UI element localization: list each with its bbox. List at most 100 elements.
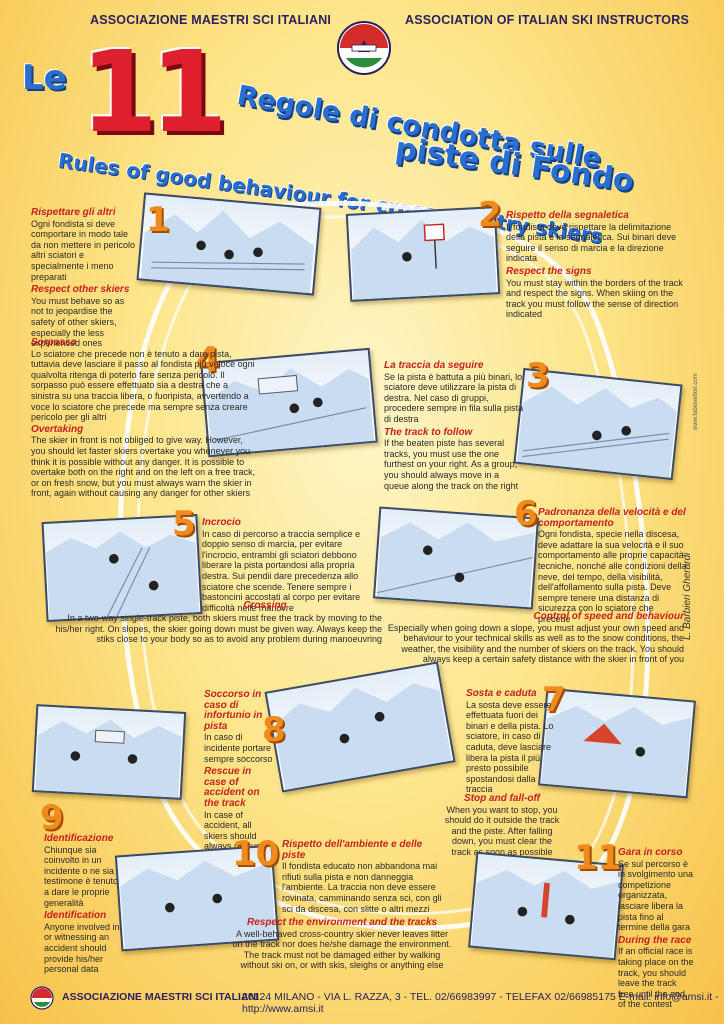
- rule-3-text: La traccia da seguire Se la pista è batt…: [384, 360, 524, 491]
- rule-7-text-en: When you want to stop, you should do it …: [444, 804, 560, 857]
- track-scene-icon: [516, 386, 677, 478]
- illustrator-credit: L. Barbieri Gherardi: [682, 552, 693, 640]
- rule-5-text-en-body: In a two-way single-track piste, both sk…: [48, 613, 382, 645]
- rule-3-number: 3: [526, 356, 550, 396]
- rule-11-title-en: During the race: [618, 934, 692, 946]
- rule-11-text: Gara in corso Se sul percorso è in svolg…: [618, 847, 694, 1010]
- rule-10-title-en: Respect the environment and the tracks: [246, 917, 438, 928]
- rule-4-title-it: Sorpasso: [31, 337, 77, 348]
- rule-1-illustration: [136, 192, 322, 296]
- rule-6-title-it: Padronanza della velocità e del comporta…: [538, 507, 686, 529]
- environment-scene-icon: [120, 860, 276, 950]
- rule-6-text-en: Especially when going down a slope, you …: [387, 622, 684, 665]
- rule-6-text-it-block: Padronanza della velocità e del comporta…: [538, 507, 688, 625]
- rule-5-text-en-block: Crossing: [150, 600, 380, 612]
- title-number: 11: [80, 28, 228, 158]
- rule-9-title-en: Identification: [44, 910, 107, 922]
- rule-4-illustration: [200, 347, 378, 458]
- rescue-scene-icon: [35, 719, 182, 798]
- footer-logo: [30, 986, 54, 1010]
- rule-8-title-it: Soccorso in caso di infortunio in pista: [204, 689, 263, 732]
- rule-5-text-it: In caso di percorso a traccia semplice e…: [202, 528, 361, 613]
- rule-6-text-it: Ogni fondista, specie nella discesa, dev…: [538, 529, 687, 624]
- rule-11-title-it: Gara in corso: [618, 847, 683, 858]
- rule-7-title-en: Stop and fall-off: [464, 793, 540, 804]
- rule-7-number: 7: [542, 680, 566, 720]
- footer-address: 20124 MILANO - VIA L. RAZZA, 3 - TEL. 02…: [242, 991, 719, 1015]
- rule-4-text-it: Lo sciatore che precede non è tenuto a d…: [31, 348, 255, 423]
- rule-9-title-it: Identificazione: [44, 833, 114, 844]
- accident-scene-icon: [273, 683, 452, 790]
- rule-1-text-en: You must behave so as not to jeopardise …: [31, 295, 125, 349]
- rule-2-text-it: Il fondista deve rispettare la delimitaz…: [506, 221, 677, 264]
- title-le: Le: [22, 58, 67, 98]
- rule-8-text-it: In caso di incidente portare sempre socc…: [204, 732, 273, 764]
- rule-2-text: Rispetto della segnaletica Il fondista d…: [506, 210, 686, 320]
- rule-3-text-en: If the beaten piste has several tracks, …: [384, 438, 519, 491]
- rule-6-title-en: Control of speed and behaviour: [533, 611, 684, 622]
- rule-5-number: 5: [172, 504, 196, 544]
- rule-7-title-it: Sosta e caduta: [466, 688, 537, 699]
- rule-10-text-en-block: Respect the environment and the tracks A…: [232, 917, 452, 971]
- rule-5-text-it-block: Incrocio In caso di percorso a traccia s…: [202, 517, 378, 613]
- rule-8-title-en: Rescue in case of accident on the track: [204, 766, 260, 809]
- rule-1-number-overlay: 1: [146, 200, 170, 240]
- amsi-logo: [336, 20, 392, 76]
- rule-7-text-it: La sosta deve essere effettuata fuori de…: [466, 699, 554, 795]
- rule-11-number: 11: [574, 838, 622, 878]
- rule-3-text-it: Se la pista è battuta a più binari, lo s…: [384, 371, 524, 424]
- rule-4-title-en: Overtaking: [31, 423, 84, 435]
- footer-association: ASSOCIAZIONE MAESTRI SCI ITALIANI: [62, 991, 259, 1003]
- rule-1-text-it: Ogni fondista si deve comportare in modo…: [31, 218, 136, 282]
- race-scene-icon: [471, 869, 620, 959]
- crossing-scene-icon: [46, 531, 200, 620]
- rule-8-text: Soccorso in caso di infortunio in pista …: [204, 689, 276, 873]
- rule-10-text-en: A well-behaved cross-country skier never…: [232, 928, 452, 971]
- rule-2-title-en: Respect the signs: [506, 265, 592, 277]
- rule-1-title-it: Rispettare gli altri: [31, 207, 116, 218]
- rule-3-illustration: [513, 367, 683, 481]
- rule-11-text-it: Se sul percorso è in svolgimento una com…: [618, 858, 694, 933]
- rule-11-text-en: If an official race is taking place on t…: [618, 946, 694, 1010]
- rule-1-title-en: Respect other skiers: [31, 284, 130, 296]
- rule-9-text-it: Chiunque sia coinvolto in un incidente o…: [44, 844, 119, 908]
- rule-8-illustration-left: [31, 704, 187, 800]
- rule-9-text-en: Anyone involved in or witnessing an acci…: [44, 921, 120, 975]
- rule-7-text-en-block: Stop and fall-off When you want to stop,…: [442, 793, 562, 858]
- stop-scene-icon: [541, 705, 692, 797]
- rule-10-title-it: Rispetto dell'ambiente e delle piste: [282, 839, 423, 861]
- rule-5-illustration: [41, 513, 203, 623]
- rule-5-text-en: In a two-way single-track piste, both sk…: [55, 613, 382, 645]
- rule-8-number: 8: [262, 710, 286, 750]
- rule-9-number: 9: [40, 798, 64, 838]
- rule-3-title-it: La traccia da seguire: [384, 360, 484, 371]
- rule-1-text: Rispettare gli altri Ogni fondista si de…: [31, 207, 139, 349]
- rule-4-text: Sorpasso Lo sciatore che precede non è t…: [31, 337, 257, 499]
- rule-6-number: 6: [514, 494, 538, 534]
- rule-2-text-en: You must stay within the borders of the …: [506, 277, 683, 320]
- rule-5-title-it: Incrocio: [202, 517, 241, 528]
- rule-5-title-en: Crossing: [243, 600, 287, 611]
- rule-2-title-it: Rispetto della segnaletica: [506, 210, 629, 221]
- rule-7-text-it-block: Sosta e caduta La sosta deve essere effe…: [466, 688, 558, 795]
- header-right: ASSOCIATION OF ITALIAN SKI INSTRUCTORS: [405, 13, 689, 27]
- rule-4-number: 4: [196, 340, 220, 380]
- amsi-small-logo-icon: [30, 986, 54, 1010]
- rule-10-number: 10: [232, 834, 280, 874]
- sign-scene-icon: [351, 219, 497, 300]
- rule-2-illustration: [345, 206, 501, 302]
- rule-6-text-en-block: Control of speed and behaviour Especiall…: [386, 611, 684, 665]
- rule-4-text-en: The skier in front is not obliged to giv…: [31, 435, 256, 499]
- rule-10-text-it-block: Rispetto dell'ambiente e delle piste Il …: [282, 839, 446, 914]
- rule-10-illustration: [114, 844, 280, 952]
- overtake-scene-icon: [207, 368, 375, 455]
- rule-10-text-it: Il fondista educato non abbandona mai ri…: [282, 861, 442, 914]
- rule-6-illustration: [372, 506, 540, 610]
- rule-3-title-en: The track to follow: [384, 426, 473, 438]
- rule-7-illustration: [538, 687, 696, 799]
- snow-scene-icon: [140, 210, 315, 294]
- rule-9-text: Identificazione Chiunque sia coinvolto i…: [44, 833, 124, 975]
- speed-scene-icon: [376, 522, 535, 608]
- side-url: www.fabiovettori.com: [693, 373, 699, 430]
- header-left: ASSOCIAZIONE MAESTRI SCI ITALIANI: [90, 13, 332, 27]
